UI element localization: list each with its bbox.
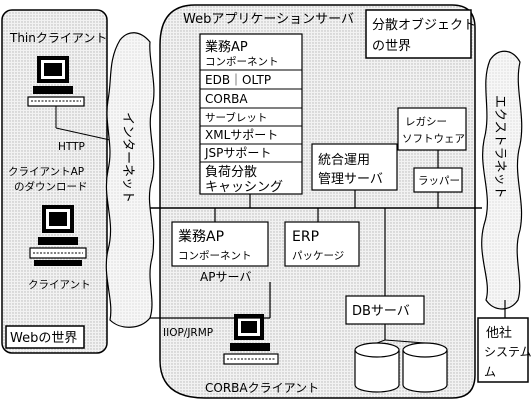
internet-label: インターネット [120, 112, 135, 203]
stack-item: EDB｜OLTP [205, 73, 271, 87]
web-app-server-panel: Webアプリケーションサーバ 業務AP コンポーネント EDB｜OLTP COR… [150, 4, 482, 399]
mgmt-label-1: 統合運用 [318, 153, 370, 168]
ap-component-box [171, 221, 269, 267]
distributed-world-label-1: 分散オブジェクト [372, 17, 476, 33]
web-world-panel: Thinクライアント HTTP クライアントAP のダウンロード クライアント … [1, 9, 111, 354]
client-ap-download-label-1: クライアントAP [8, 166, 84, 178]
stack-item: 負荷分散 [205, 165, 257, 180]
stack-item: XMLサポート [205, 128, 278, 142]
management-server-box [311, 143, 398, 191]
corba-client-label: CORBAクライアント [205, 381, 319, 395]
database-icon [354, 342, 400, 393]
ap-server-caption: APサーバ [200, 270, 251, 284]
stack-item: キャッシング [205, 180, 283, 195]
other-system-box [477, 317, 529, 383]
legacy-label-2: ソフトウェア [402, 133, 465, 145]
other-system-label-3: ム [484, 365, 496, 379]
web-world-title-box [5, 325, 85, 349]
stack-item: サーブレット [205, 111, 267, 124]
database-icon [402, 342, 448, 393]
db-server-label: DBサーバ [352, 304, 410, 319]
stack-item: CORBA [205, 92, 248, 106]
wrapper-label: ラッパー [418, 175, 460, 187]
internet-cloud: インターネット [105, 32, 155, 328]
extranet-label: エクストラネット [492, 95, 507, 199]
web-app-server-title: Webアプリケーションサーバ [183, 12, 354, 27]
stack-item: JSPサポート [204, 146, 271, 160]
client-label: クライアント [28, 279, 91, 291]
web-world-title: Webの世界 [10, 331, 77, 346]
legacy-software-box [397, 107, 467, 151]
stack-item: 業務AP [205, 39, 248, 55]
other-system-label-1: 他社 [486, 325, 512, 341]
erp-label-1: ERP [292, 229, 319, 245]
component-stack: 業務AP コンポーネント EDB｜OLTP CORBA サーブレット XMLサポ… [199, 33, 303, 195]
other-system-label-2: システム [484, 345, 532, 359]
client-computer-icon [29, 205, 87, 266]
extranet-cloud: エクストラネット [481, 50, 523, 310]
distributed-world-box [365, 9, 472, 59]
stack-item: コンポーネント [205, 56, 279, 68]
http-label: HTTP [58, 141, 85, 153]
erp-box [284, 221, 360, 267]
ap-server-label-2: コンポーネント [178, 250, 252, 262]
distributed-world-label-2: の世界 [372, 39, 411, 54]
db-server-box [345, 295, 425, 325]
legacy-label-1: レガシー [405, 116, 447, 128]
mgmt-label-2: 管理サーバ [318, 172, 383, 187]
thin-client-label: Thinクライアント [9, 31, 107, 45]
iiop-label: IIOP/JRMP [163, 327, 213, 339]
client-ap-download-label-2: のダウンロード [14, 180, 88, 193]
ap-server-label-1: 業務AP [178, 229, 224, 245]
erp-label-2: パッケージ [292, 250, 344, 262]
